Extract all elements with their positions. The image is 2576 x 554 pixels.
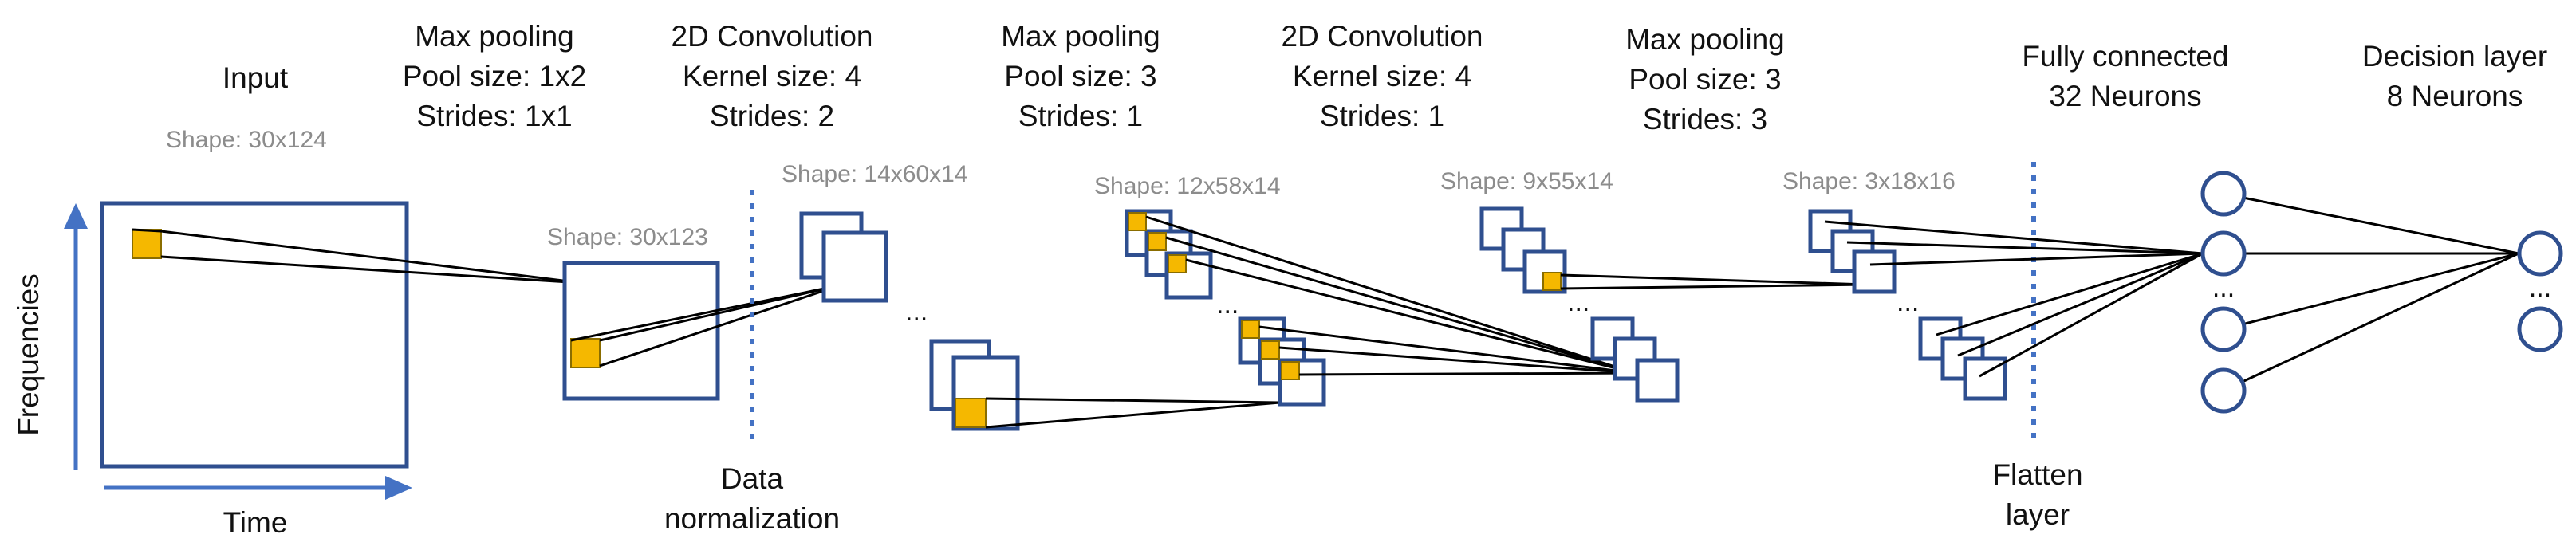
connector-line: [132, 228, 162, 233]
header-conv2-line-1: 2D Convolution: [1282, 20, 1483, 53]
shape-label-pool1: Shape: 30x123: [547, 224, 708, 250]
header-pool3-line-3: Strides: 3: [1643, 103, 1767, 136]
shape-label-conv1: Shape: 14x60x14: [782, 161, 968, 187]
pool2-patch-lower-3: [1281, 361, 1300, 380]
connector-line: [1824, 220, 2204, 255]
pool2-patch-lower-2: [1261, 340, 1280, 360]
pool2-patch-upper-2: [1148, 232, 1167, 251]
connector-line: [2223, 252, 2519, 331]
header-pool2-line-2: Pool size: 3: [1004, 60, 1156, 92]
y-axis-label: Frequencies: [12, 273, 45, 436]
pool2-patch-upper-1: [1128, 212, 1147, 231]
connector-line: [1145, 215, 1636, 375]
y-axis-arrow-head: [64, 203, 88, 229]
fc-neuron-3: [2200, 306, 2247, 352]
connector-line: [1278, 346, 1636, 375]
fc-ellipsis: ...: [2212, 273, 2235, 303]
conv2-map-lower-3: [1635, 358, 1680, 403]
connector-line: [1185, 258, 1636, 375]
fc-neuron-2: [2200, 230, 2247, 277]
header-decision-line-1: Decision layer: [2362, 40, 2547, 73]
pool3-map-upper-3: [1852, 249, 1897, 294]
pool3-ellipsis: ...: [1897, 287, 1919, 317]
connector-line: [1869, 252, 2204, 266]
flatten-layer-label-line-2: layer: [2006, 498, 2070, 531]
connector-line: [2223, 192, 2519, 255]
pool2-patch-lower-1: [1241, 320, 1260, 339]
connector-line: [1165, 236, 1636, 375]
pool2-patch-upper-3: [1168, 254, 1187, 273]
conv1-map-front: [821, 230, 888, 303]
connector-line: [599, 284, 841, 367]
decision-neuron-2: [2517, 306, 2563, 352]
connector-line: [985, 401, 1281, 429]
connector-line: [160, 255, 583, 285]
connector-line: [1957, 252, 2204, 357]
conv2-kernel-patch: [1542, 272, 1562, 291]
shape-label-conv2: Shape: 9x55x14: [1440, 168, 1613, 194]
fc-neuron-4: [2200, 367, 2247, 414]
header-input-line-1: Input: [223, 61, 289, 94]
header-pool3-line-2: Pool size: 3: [1629, 63, 1781, 96]
header-pool2-line-1: Max pooling: [1001, 20, 1160, 53]
header-pool3-line-1: Max pooling: [1625, 23, 1785, 56]
shape-label-pool2: Shape: 12x58x14: [1094, 173, 1281, 199]
connector-line: [1936, 252, 2204, 336]
data-normalization-label-line-2: normalization: [664, 502, 840, 535]
connector-line: [985, 397, 1281, 404]
connector-line: [570, 284, 841, 342]
header-pool1-line-2: Pool size: 1x2: [403, 60, 586, 92]
header-conv1-line-1: 2D Convolution: [672, 20, 873, 53]
flatten-layer-label-line-1: Flatten: [1992, 458, 2082, 491]
header-fc-line-2: 32 Neurons: [2049, 80, 2201, 112]
input-kernel-patch: [132, 229, 162, 259]
connector-line: [1979, 252, 2204, 378]
x-axis-label: Time: [223, 506, 288, 539]
header-conv1-line-3: Strides: 2: [710, 100, 834, 132]
decision-neuron-1: [2517, 230, 2563, 277]
header-conv2-line-2: Kernel size: 4: [1293, 60, 1471, 92]
fc-neuron-1: [2200, 171, 2247, 217]
header-pool2-line-3: Strides: 1: [1018, 100, 1143, 132]
pool1-kernel-patch: [570, 338, 601, 368]
header-pool1-line-1: Max pooling: [415, 20, 574, 53]
conv1-kernel-patch: [955, 398, 987, 428]
connector-line: [1258, 325, 1636, 375]
shape-label-input: Shape: 30x124: [166, 127, 327, 153]
connector-line: [1560, 283, 1867, 290]
connector-line: [160, 230, 583, 285]
header-pool1-line-3: Strides: 1x1: [416, 100, 572, 132]
header-decision-line-2: 8 Neurons: [2387, 80, 2523, 112]
connector-line: [1846, 241, 2204, 255]
header-fc-line-1: Fully connected: [2022, 40, 2228, 73]
connector-line: [1560, 273, 1867, 286]
conv1-ellipsis: ...: [905, 297, 928, 327]
pool2-ellipsis: ...: [1216, 289, 1239, 320]
conv2-ellipsis: ...: [1567, 287, 1589, 317]
header-conv1-line-2: Kernel size: 4: [683, 60, 861, 92]
data-normalization-label-line-1: Data: [721, 462, 784, 495]
header-conv2-line-3: Strides: 1: [1320, 100, 1444, 132]
connector-line: [2223, 252, 2519, 392]
connector-line: [1298, 371, 1636, 376]
x-axis-arrow-head: [385, 476, 412, 500]
decision-ellipsis: ...: [2529, 273, 2551, 303]
shape-label-pool3: Shape: 3x18x16: [1782, 168, 1956, 194]
